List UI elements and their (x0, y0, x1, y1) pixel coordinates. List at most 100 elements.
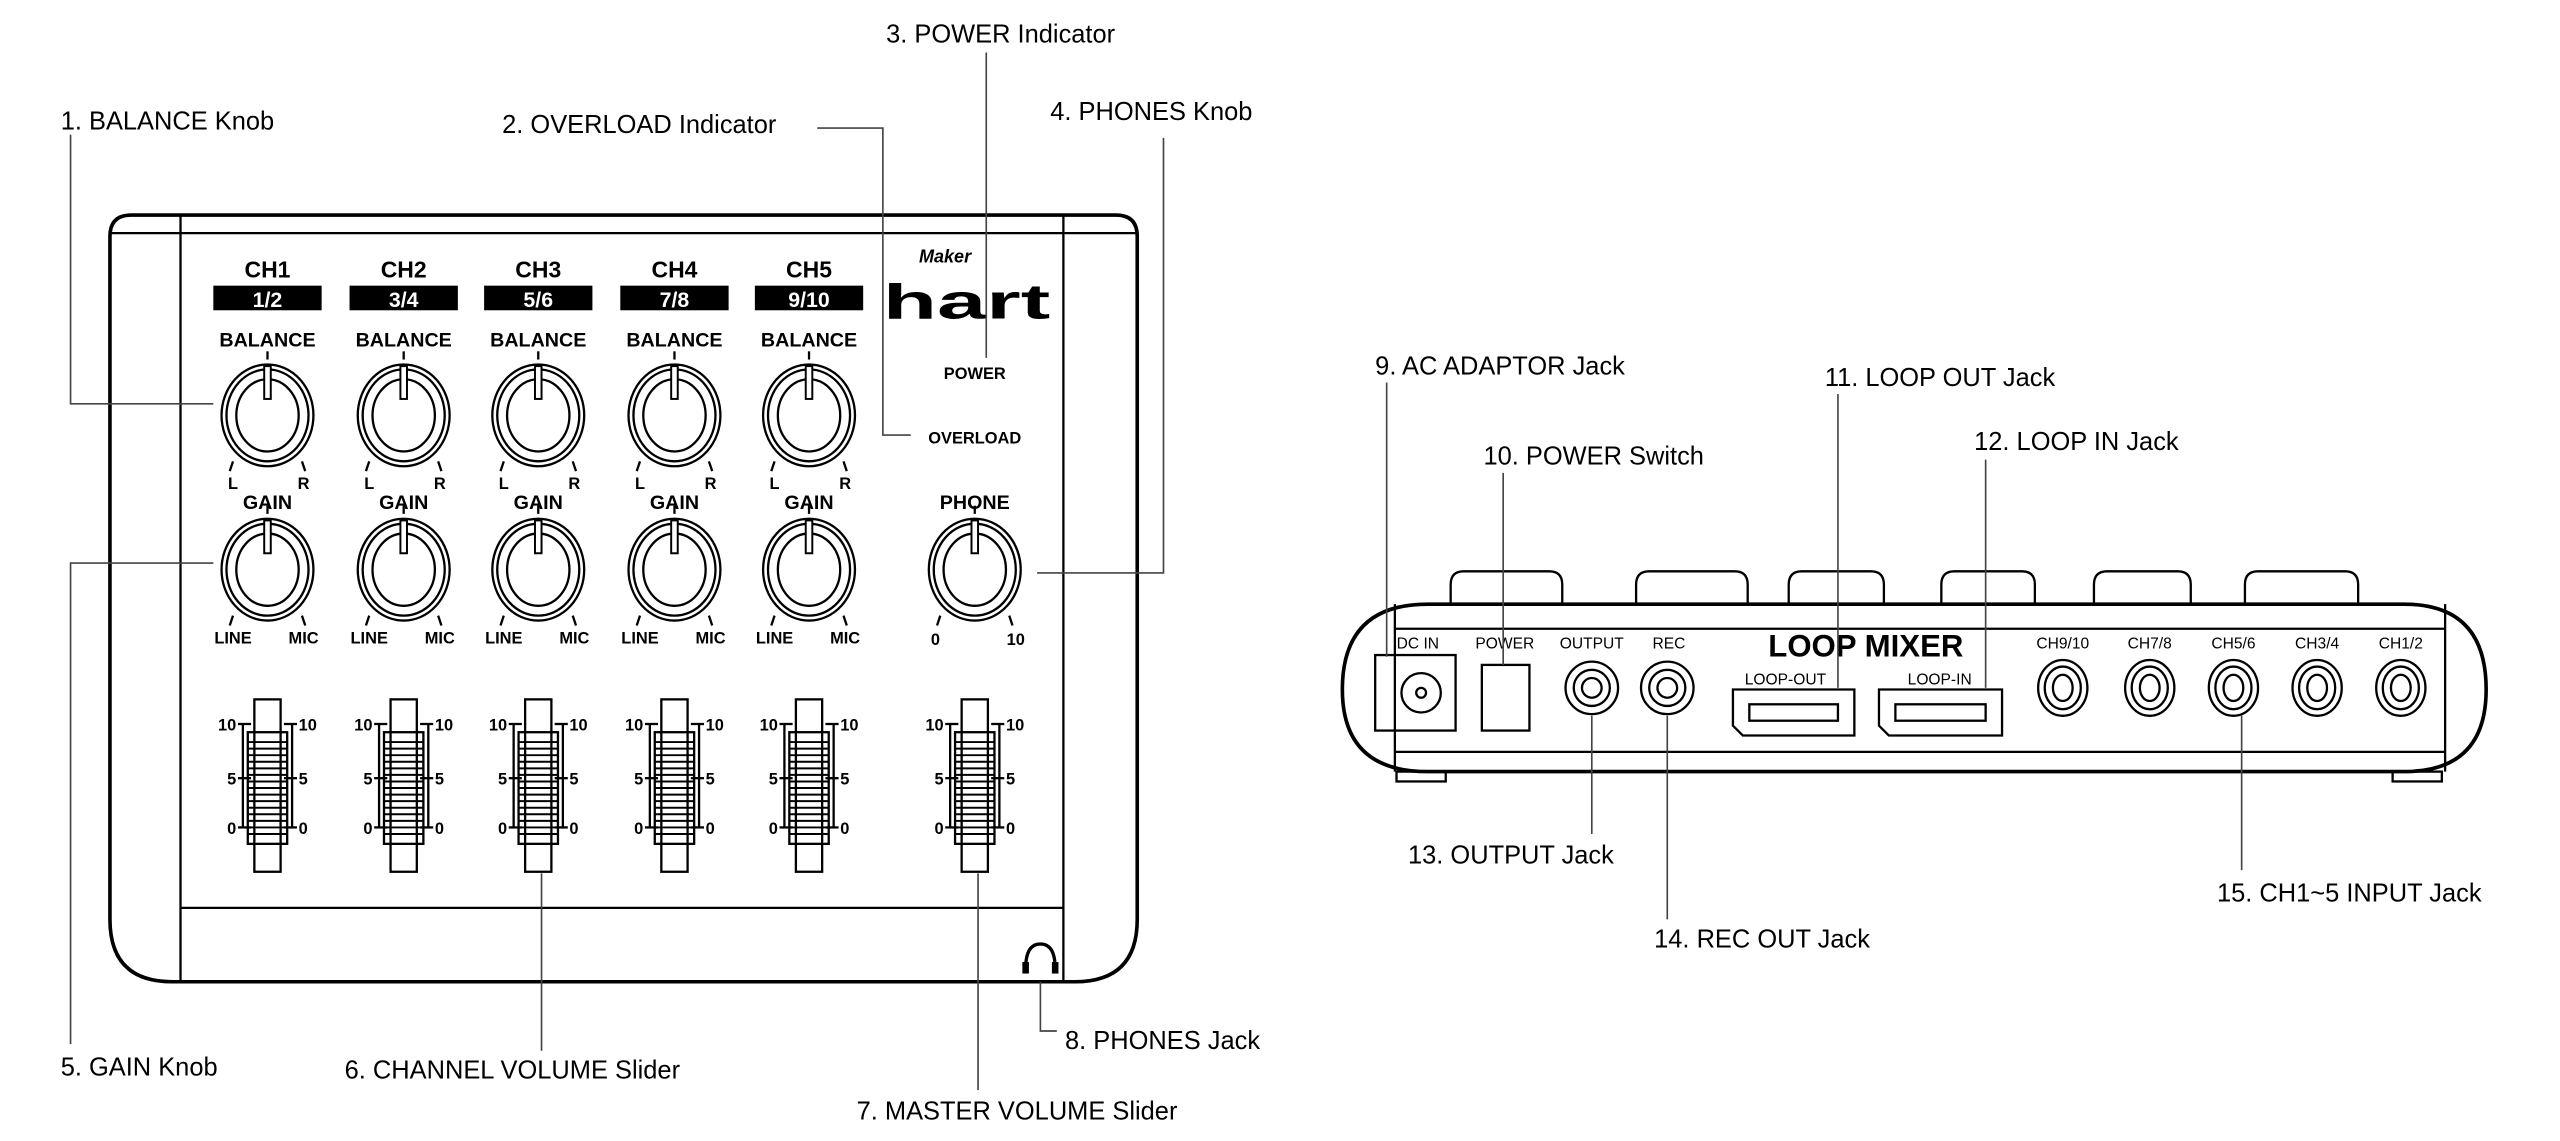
svg-text:hart: hart (883, 274, 1050, 329)
balance-knob-ch3-left-label: L (499, 475, 509, 493)
balance-knob-ch5-left-label: L (770, 475, 780, 493)
leader-lines (69, 52, 2243, 1091)
knob-top-silhouette (2092, 570, 2192, 605)
slider-scale-left: 10 (760, 717, 778, 735)
balance-knob-ch5[interactable] (761, 351, 857, 472)
slider-scale-left: 0 (227, 820, 236, 838)
loop-out-port (1731, 688, 1856, 737)
slider-scale-right: 10 (435, 717, 453, 735)
gain-knob-ch5[interactable] (761, 505, 857, 626)
channel-input-badge (620, 285, 729, 311)
gain-knob-ch4-left-label: LINE (621, 630, 658, 648)
channel-input-badge (484, 285, 593, 311)
slider-scale-left: 5 (363, 771, 372, 789)
balance-knob-ch4-left-label: L (635, 475, 645, 493)
channel-name: CH5 (786, 256, 832, 282)
channel-volume-slider-ch1[interactable] (237, 698, 298, 873)
gain-knob-ch1[interactable] (220, 505, 315, 626)
loop-out-label: LOOP-OUT (1745, 672, 1827, 689)
gain-knob-ch4[interactable] (627, 505, 722, 626)
channel-inputs: 9/10 (788, 288, 830, 312)
gain-knob-ch1-left-label: LINE (214, 630, 251, 648)
gain-knob-ch3[interactable] (491, 505, 586, 626)
balance-knob-ch3[interactable] (491, 351, 586, 472)
callout-loop-in: 12. LOOP IN Jack (1974, 428, 2179, 456)
balance-label: BALANCE (356, 329, 452, 351)
slider-scale-right: 5 (299, 771, 308, 789)
phone-knob-label: PHONE (940, 492, 1010, 514)
dc-in-jack (1374, 653, 1457, 732)
loop-in-label: LOOP-IN (1908, 672, 1972, 689)
slider-scale-left: 10 (354, 717, 372, 735)
balance-label: BALANCE (761, 329, 857, 351)
callout-ac-adaptor: 9. AC ADAPTOR Jack (1375, 352, 1625, 380)
slider-handle[interactable] (246, 731, 289, 845)
slider-scale-left: 0 (634, 820, 643, 838)
knob-top-silhouette (1634, 570, 1749, 605)
channel-volume-slider-ch5[interactable] (779, 698, 839, 873)
channel-input-badge (349, 285, 458, 311)
power-switch[interactable] (1480, 663, 1531, 732)
slider-scale-left: 0 (769, 820, 778, 838)
knob-top-silhouette (1940, 570, 2037, 605)
gain-knob-ch2-right-label: MIC (425, 630, 455, 648)
channel-input-badge (213, 285, 322, 311)
input-jack-label: CH5/6 (2211, 635, 2255, 652)
slider-scale-right: 5 (1006, 771, 1015, 789)
slider-handle[interactable] (653, 731, 696, 845)
slider-handle[interactable] (517, 731, 560, 845)
input-jack-label: CH9/10 (2036, 635, 2089, 652)
balance-knob-ch1[interactable] (220, 351, 315, 472)
callout-master-volume: 7. MASTER VOLUME Slider (857, 1098, 1178, 1126)
slider-scale-left: 5 (769, 771, 778, 789)
gain-label: GAIN (379, 492, 428, 514)
channel-volume-slider-ch3[interactable] (508, 698, 568, 873)
input-jack (2375, 658, 2427, 717)
slider-scale-right: 0 (1006, 820, 1015, 838)
balance-knob-ch2[interactable] (356, 351, 451, 472)
slider-scale-left: 5 (934, 771, 943, 789)
channel-inputs: 5/6 (523, 288, 553, 312)
slider-scale-left: 5 (227, 771, 236, 789)
slider-scale-right: 5 (840, 771, 849, 789)
balance-label: BALANCE (490, 329, 586, 351)
gain-knob-ch1-right-label: MIC (289, 630, 319, 648)
callout-output-jack: 13. OUTPUT Jack (1408, 842, 1614, 870)
channel-inputs: 7/8 (660, 288, 690, 312)
slider-scale-right: 0 (569, 820, 578, 838)
channel-volume-slider-ch2[interactable] (374, 698, 434, 873)
slider-scale-left: 10 (218, 717, 236, 735)
master-volume-slider[interactable] (945, 698, 1005, 873)
rear-panel (1340, 602, 2488, 783)
callout-power-indicator: 3. POWER Indicator (886, 21, 1115, 49)
callout-balance-knob: 1. BALANCE Knob (61, 108, 274, 136)
slider-handle[interactable] (788, 731, 830, 845)
gain-knob-ch2[interactable] (356, 505, 451, 626)
balance-knob-ch4[interactable] (627, 351, 722, 472)
slider-scale-right: 5 (569, 771, 578, 789)
slider-handle[interactable] (382, 731, 425, 845)
headphone-icon (1022, 942, 1059, 974)
channel-volume-slider-ch4[interactable] (644, 698, 704, 873)
callouts: 1. BALANCE Knob 2. OVERLOAD Indicator 3.… (61, 21, 2482, 1126)
gain-label: GAIN (243, 492, 292, 514)
input-jack (2291, 658, 2343, 717)
channel-name: CH1 (245, 256, 291, 282)
gain-label: GAIN (650, 492, 699, 514)
power-switch-label: POWER (1475, 635, 1534, 652)
power-indicator-label: POWER (944, 365, 1006, 383)
gain-knob-ch5-right-label: MIC (830, 630, 860, 648)
balance-knob-ch1-right-label: R (298, 475, 310, 493)
channel-name: CH4 (651, 256, 697, 282)
gain-knob-ch3-left-label: LINE (485, 630, 522, 648)
callout-rec-out: 14. REC OUT Jack (1654, 925, 1870, 953)
slider-scale-right: 10 (569, 717, 587, 735)
slider-scale-right: 10 (299, 717, 317, 735)
gain-label: GAIN (514, 492, 563, 514)
callout-phones-jack: 8. PHONES Jack (1065, 1027, 1260, 1055)
phones-knob[interactable] (927, 505, 1022, 626)
input-jack-label: CH3/4 (2295, 635, 2339, 652)
knob-top-silhouette (2243, 570, 2360, 605)
channel-name: CH3 (515, 256, 561, 282)
slider-handle[interactable] (953, 731, 996, 845)
